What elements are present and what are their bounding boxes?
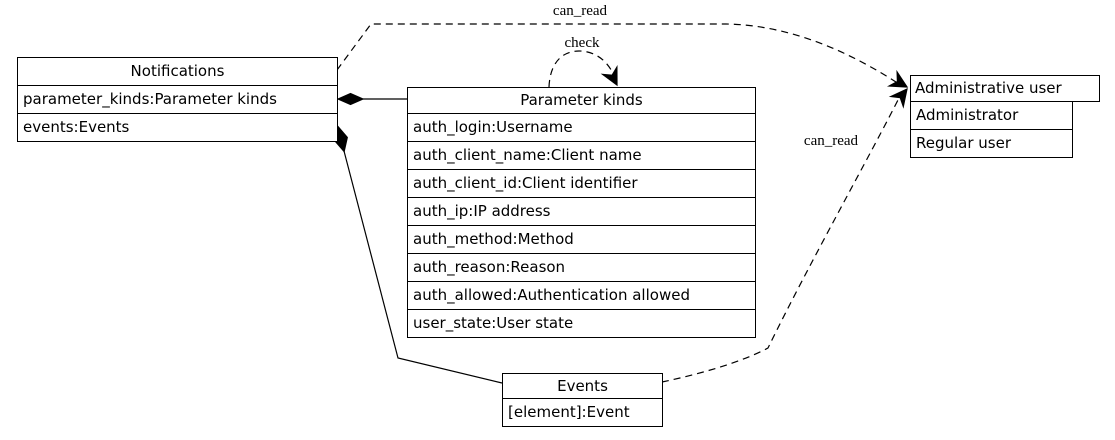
arrowhead-can-read-top-icon (886, 69, 909, 88)
node-parameter-kinds-attr: auth_client_name:Client name (407, 141, 756, 170)
node-parameter-kinds-attr: auth_ip:IP address (407, 197, 756, 226)
edge-check-self-loop (548, 50, 616, 88)
node-parameter-kinds-attr: auth_client_id:Client identifier (407, 169, 756, 198)
node-parameter-kinds-attr: auth_allowed:Authentication allowed (407, 281, 756, 310)
node-events-title: Events (502, 373, 663, 399)
node-notifications-attr-events: events:Events (17, 113, 338, 142)
node-parameter-kinds-attr: user_state:User state (407, 309, 756, 338)
node-parameter-kinds-attr: auth_reason:Reason (407, 253, 756, 282)
arrowhead-check-icon (600, 65, 618, 87)
node-events: Events [element]:Event (502, 373, 663, 427)
composition-edge-events (343, 150, 503, 384)
edge-can-read-bottom (661, 93, 902, 383)
composition-diamond-parameter-kinds-icon (336, 92, 365, 106)
node-administrative-user: Administrative user Administrator Regula… (910, 75, 1100, 158)
node-parameter-kinds-attr: auth_login:Username (407, 113, 756, 142)
edge-can-read-top (336, 23, 900, 85)
node-administrative-user-attr-regular-user: Regular user (910, 129, 1073, 158)
node-parameter-kinds-attr: auth_method:Method (407, 225, 756, 254)
edge-label-check: check (564, 35, 600, 51)
node-notifications-title: Notifications (17, 57, 338, 86)
node-parameter-kinds: Parameter kinds auth_login:Username auth… (407, 87, 756, 338)
node-notifications-attr-parameter-kinds: parameter_kinds:Parameter kinds (17, 85, 338, 114)
node-events-attr-element: [element]:Event (502, 398, 663, 427)
node-notifications: Notifications parameter_kinds:Parameter … (17, 57, 338, 142)
node-parameter-kinds-title: Parameter kinds (407, 87, 756, 114)
node-administrative-user-attr-administrator: Administrator (910, 101, 1073, 130)
node-administrative-user-title: Administrative user (910, 75, 1100, 102)
arrowhead-can-read-bottom-icon (888, 87, 908, 109)
edge-label-can-read-bottom: can_read (803, 133, 859, 149)
edge-label-can-read-top: can_read (552, 3, 608, 19)
